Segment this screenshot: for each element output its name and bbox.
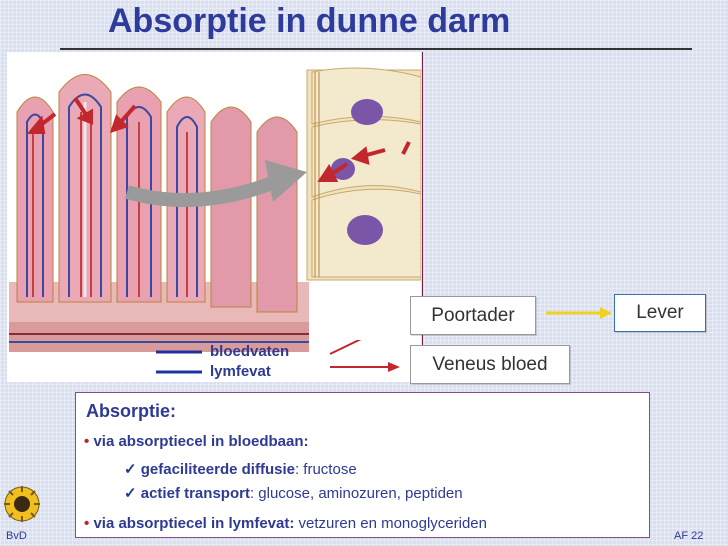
- bullet-bloedbaan: • via absorptiecel in bloedbaan:: [84, 433, 309, 450]
- title-underline: [60, 48, 692, 50]
- university-seal-logo: [4, 486, 40, 522]
- lymfevat-label: lymfevat: [210, 363, 271, 380]
- slide-title: Absorptie in dunne darm: [108, 2, 511, 40]
- transport-label: actief transport: [140, 485, 250, 502]
- villi-drawing: [9, 67, 421, 352]
- transport-value: : glucose, aminozuren, peptiden: [249, 485, 463, 502]
- arrow-to-poortader: [329, 340, 362, 355]
- divider-line: [422, 52, 423, 382]
- bloedvaten-label: bloedvaten: [210, 343, 290, 360]
- arrow-to-lever: [546, 307, 612, 319]
- diffusie-label: gefaciliteerde diffusie: [140, 461, 295, 478]
- absorption-info-box: Absorptie: • via absorptiecel in bloedba…: [75, 392, 650, 538]
- lymfevat-bold: via absorptiecel in lymfevat:: [93, 515, 295, 532]
- checkmark-icon: ✓: [124, 461, 137, 478]
- lever-box: Lever: [614, 294, 706, 332]
- villi-illustration: [7, 52, 421, 382]
- poortader-box: Poortader: [410, 296, 536, 335]
- arrows-legend: [156, 340, 400, 374]
- sub-diffusie: ✓ gefaciliteerde diffusie: fructose: [124, 460, 357, 478]
- veneus-bloed-box: Veneus bloed: [410, 345, 570, 384]
- footer-page-number: AF 22: [674, 530, 704, 542]
- bullet-dot-icon: •: [84, 515, 90, 532]
- sub-transport: ✓ actief transport: glucose, aminozuren,…: [124, 484, 463, 502]
- info-heading: Absorptie:: [86, 401, 176, 421]
- diffusie-value: : fructose: [294, 461, 357, 478]
- checkmark-icon: ✓: [124, 485, 137, 502]
- footer-author: BvD: [6, 530, 27, 542]
- bullet-dot-icon: •: [84, 433, 90, 450]
- bullet-bloedbaan-text: via absorptiecel in bloedbaan:: [93, 433, 309, 450]
- lymfevat-rest: vetzuren en monoglyceriden: [294, 515, 487, 532]
- bullet-lymfevat: • via absorptiecel in lymfevat: vetzuren…: [84, 515, 487, 532]
